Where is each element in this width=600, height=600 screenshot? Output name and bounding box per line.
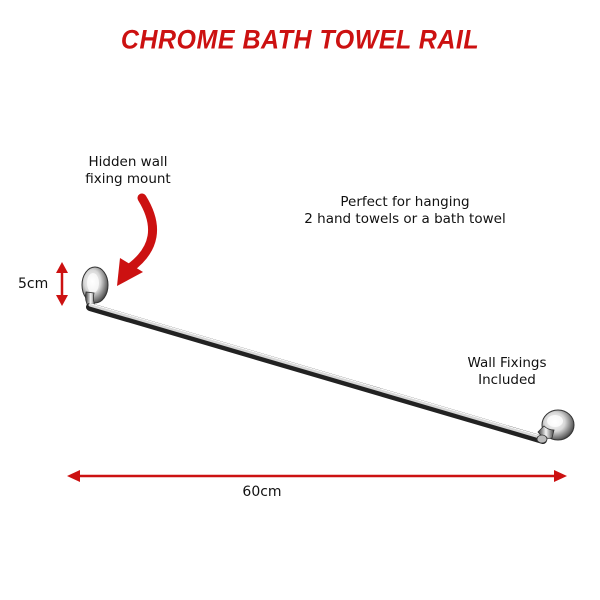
towel-rail-bar	[86, 303, 547, 444]
wall-fixings-line-1: Wall Fixings	[467, 355, 547, 371]
wall-fixings-callout: Wall Fixings Included	[432, 355, 582, 389]
double-arrow-vertical-icon	[56, 262, 68, 306]
height-dimension-label: 5cm	[18, 276, 49, 292]
product-title: CHROME BATH TOWEL RAIL	[120, 24, 480, 56]
hidden-mount-line-2: fixing mount	[85, 171, 171, 187]
usage-line-2: 2 hand towels or a bath towel	[304, 211, 506, 227]
double-arrow-horizontal-icon	[67, 470, 567, 482]
hidden-mount-line-1: Hidden wall	[88, 154, 168, 170]
left-wall-mount	[81, 266, 109, 309]
usage-line-1: Perfect for hanging	[340, 194, 470, 210]
usage-callout: Perfect for hanging 2 hand towels or a b…	[290, 194, 520, 228]
wall-fixings-line-2: Included	[478, 372, 536, 388]
curved-arrow-icon	[117, 193, 158, 286]
hidden-mount-callout: Hidden wall fixing mount	[68, 154, 188, 188]
right-wall-mount	[536, 409, 575, 444]
width-dimension-label: 60cm	[242, 484, 282, 500]
